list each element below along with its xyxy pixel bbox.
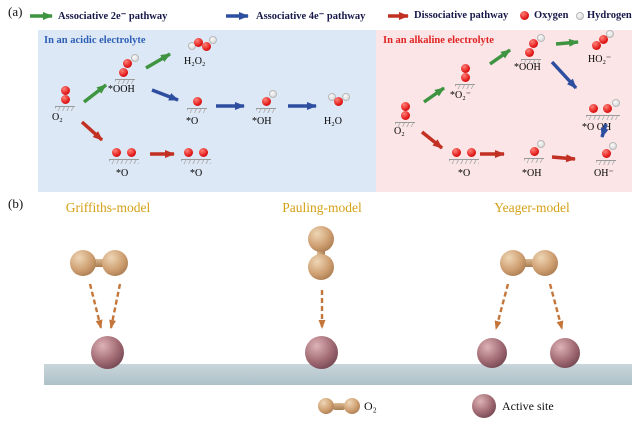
species-label-o-mid-acidic: *O — [186, 116, 199, 127]
active-site-sphere — [477, 338, 507, 368]
legend-o2-label: O₂ — [364, 399, 377, 413]
active-site-legend-sphere — [472, 394, 496, 418]
o2-legend-sphere — [318, 398, 334, 414]
species-label-o2-acidic: O₂ — [52, 112, 63, 123]
o2-atom-sphere — [70, 250, 96, 276]
active-site-sphere — [550, 338, 580, 368]
oxygen-legend-dot-icon — [520, 11, 529, 20]
species-label-o2-alkaline: O₂ — [394, 126, 405, 137]
active-site-sphere — [305, 336, 338, 369]
panel-b-label: (b) — [8, 196, 24, 211]
o2-legend-sphere — [344, 398, 360, 414]
species-label-o-b1-acidic: *O — [116, 168, 129, 179]
legend-active-site-label: Active site — [502, 399, 554, 413]
griffiths-model-title: Griffiths-model — [65, 200, 151, 215]
species-label-oh-alkaline: *OH — [522, 168, 542, 179]
species-label-h2o2: H₂O₂ — [184, 56, 206, 67]
active-site-sphere — [91, 336, 124, 369]
species-label-o2-minus: *O₂⁻ — [450, 90, 471, 101]
o2-atom-sphere — [500, 250, 526, 276]
species-label-o-oh: *O OH — [582, 122, 612, 133]
species-label-ooh-acidic: *OOH — [108, 84, 135, 95]
acidic-electrolyte-box — [38, 30, 376, 192]
o2-atom-sphere — [102, 250, 128, 276]
yeager-model-title: Yeager-model — [494, 200, 570, 215]
species-label-oh-acidic: *OH — [252, 116, 272, 127]
species-label-ooh-alkaline: *OOH — [514, 62, 541, 73]
legend-associative-4e-label: Associative 4e⁻ pathway — [256, 11, 366, 22]
acidic-box-title: In an acidic electrolyte — [44, 35, 146, 46]
o2-atom-sphere — [308, 254, 334, 280]
alkaline-box-title: In an alkaline electrolyte — [383, 35, 494, 46]
species-label-h2o: H₂O — [324, 116, 342, 127]
species-label-o-b2-acidic: *O — [190, 168, 203, 179]
panel-a-label: (a) — [8, 4, 23, 19]
o2-atom-sphere — [532, 250, 558, 276]
species-label-oh-minus: OH⁻ — [594, 168, 614, 179]
pauling-model-title: Pauling-model — [282, 200, 362, 215]
species-label-ho2-minus: HO₂⁻ — [588, 54, 612, 65]
catalyst-surface-bar — [44, 364, 632, 385]
legend-dissociative-label: Dissociative pathway — [414, 10, 509, 21]
legend-hydrogen-label: Hydrogen — [587, 10, 632, 21]
o2-bond — [88, 259, 112, 267]
legend-associative-2e-label: Associative 2e⁻ pathway — [58, 11, 168, 22]
species-label-o-b-alkaline: *O — [458, 168, 471, 179]
adsorption-dashed-arrows — [88, 283, 564, 330]
o2-bond — [518, 259, 542, 267]
o2-atom-sphere — [308, 226, 334, 252]
o2-legend-bond — [332, 403, 346, 410]
hydrogen-legend-dot-icon — [576, 12, 584, 20]
legend-oxygen-label: Oxygen — [534, 10, 569, 21]
